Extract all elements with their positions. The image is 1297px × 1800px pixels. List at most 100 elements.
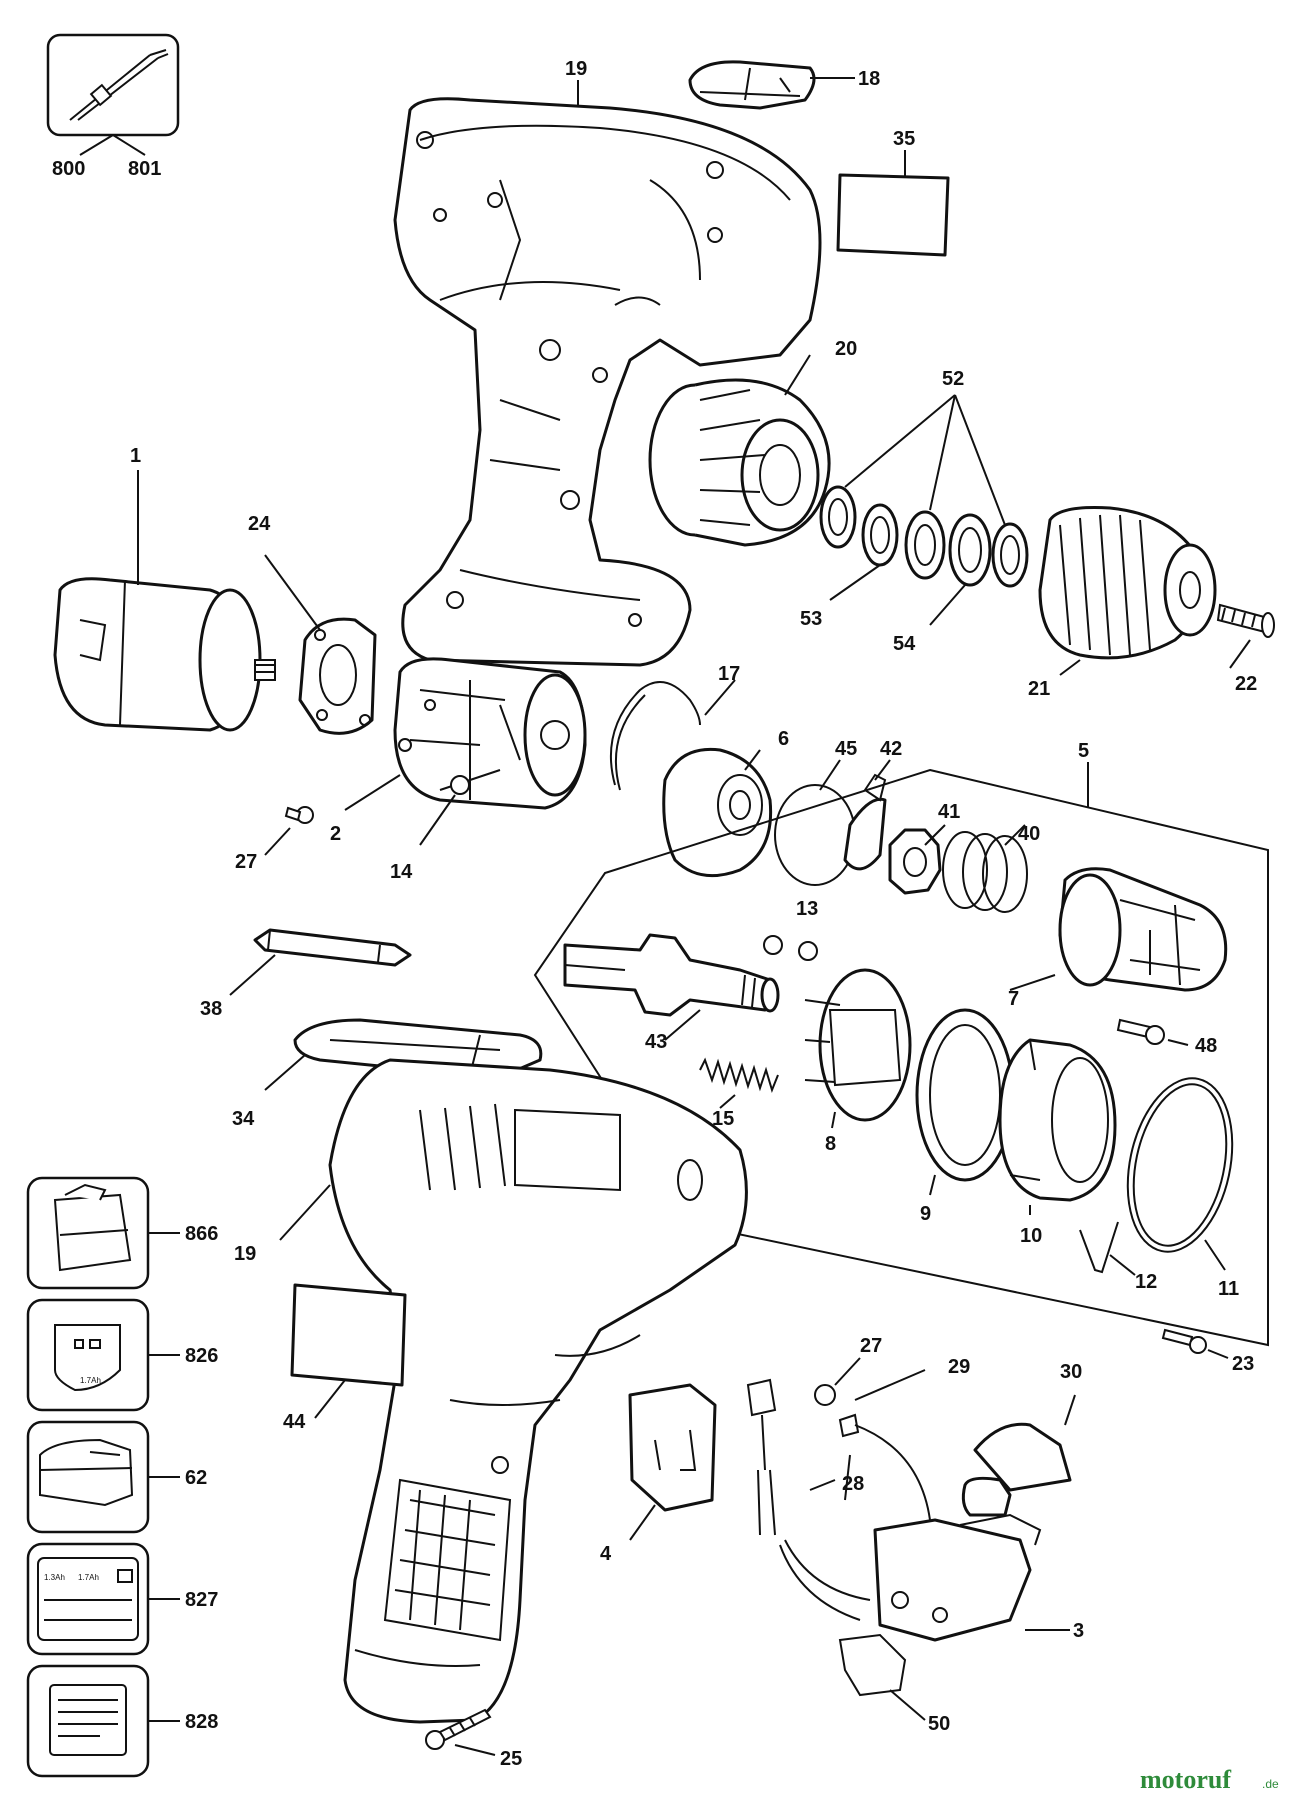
- callout-800: 800: [52, 158, 85, 180]
- callout-18: 18: [858, 68, 880, 90]
- accessory-box-827-label: 1.3Ah 1.7Ah: [26, 1542, 180, 1656]
- callout-52: 52: [942, 368, 964, 390]
- housing-half-bottom: [279, 1058, 748, 1724]
- callout-866: 866: [185, 1223, 218, 1245]
- accessory-box-828-label: [26, 1664, 180, 1778]
- callout-40: 40: [1018, 823, 1040, 845]
- callout-24: 24: [248, 513, 271, 535]
- part-15-spring: [699, 1057, 779, 1109]
- callout-43: 43: [645, 1031, 667, 1053]
- callout-23: 23: [1232, 1353, 1254, 1375]
- part-25-screw: [425, 1708, 496, 1756]
- callout-10: 10: [1020, 1225, 1042, 1247]
- callout-15: 15: [712, 1108, 734, 1130]
- part-35-label: [836, 150, 950, 257]
- callout-2: 2: [330, 823, 341, 845]
- accessory-box-826-battery-label: 1.7Ah: [26, 1298, 180, 1412]
- part-22-chuck-screw: [1216, 603, 1275, 669]
- part-6-clutch-housing: [662, 747, 773, 878]
- part-41-gear: [888, 824, 946, 895]
- callout-3: 3: [1073, 1620, 1084, 1642]
- part-11-snap-ring: [1126, 1077, 1234, 1271]
- callout-22: 22: [1235, 673, 1257, 695]
- callout-17: 17: [718, 663, 740, 685]
- callout-1: 1: [130, 445, 141, 467]
- callout-5: 5: [1078, 740, 1089, 762]
- callout-828: 828: [185, 1711, 218, 1733]
- part-8-planet-carrier: [804, 968, 912, 1129]
- part-17-spring-clip: [609, 679, 736, 791]
- callout-19-bottom: 19: [234, 1243, 256, 1265]
- callout-34: 34: [232, 1108, 255, 1130]
- part-4-switch-plate: [628, 1383, 717, 1541]
- part-45-retaining-ring: [774, 759, 856, 886]
- part-2-gearbox: [344, 657, 587, 811]
- callout-7: 7: [1008, 988, 1019, 1010]
- part-12-wire-clip: [1079, 1221, 1136, 1276]
- part-3-switch-assembly: [746, 1369, 1070, 1721]
- battery-label-826-text: 1.7Ah: [80, 1376, 101, 1385]
- accessory-box-800-801: [46, 33, 180, 156]
- part-7-gear-housing: [1009, 867, 1228, 992]
- watermark: motoruf .de: [1140, 1765, 1279, 1794]
- part-21-chuck: [1038, 506, 1217, 676]
- part-24-motor-plate: [264, 554, 377, 735]
- part-43-spindle: [563, 933, 780, 1041]
- callout-42: 42: [880, 738, 902, 760]
- callout-38: 38: [200, 998, 222, 1020]
- callout-8: 8: [825, 1133, 836, 1155]
- callout-9: 9: [920, 1203, 931, 1225]
- part-1-motor: [53, 470, 276, 732]
- callout-801: 801: [128, 158, 161, 180]
- callout-14: 14: [390, 861, 413, 883]
- part-48-screw: [1116, 1018, 1189, 1046]
- callout-62: 62: [185, 1467, 207, 1489]
- part-10-clutch-ring: [998, 1038, 1117, 1215]
- part-38-screwdriver-bit: [229, 928, 412, 996]
- label-827-capacity-b: 1.7Ah: [78, 1573, 99, 1582]
- callout-827: 827: [185, 1589, 218, 1611]
- callout-826: 826: [185, 1345, 218, 1367]
- callout-27-a: 27: [235, 851, 257, 873]
- callout-54: 54: [893, 633, 916, 655]
- callout-19-top: 19: [565, 58, 587, 80]
- watermark-suffix: .de: [1262, 1777, 1279, 1791]
- callout-6: 6: [778, 728, 789, 750]
- callout-41: 41: [938, 801, 960, 823]
- part-40-springs: [942, 824, 1028, 913]
- callout-4: 4: [600, 1543, 612, 1565]
- part-9-ring-gear: [915, 1008, 1015, 1196]
- callout-27-b: 27: [860, 1335, 882, 1357]
- callout-28: 28: [842, 1473, 864, 1495]
- part-14-screw: [419, 775, 470, 846]
- accessory-box-866-battery: [26, 1176, 180, 1290]
- label-827-capacity-a: 1.3Ah: [44, 1573, 65, 1582]
- callout-13: 13: [796, 898, 818, 920]
- washers-group: [819, 394, 1029, 626]
- part-13-balls: [763, 935, 818, 961]
- callout-44: 44: [283, 1411, 306, 1433]
- callout-50: 50: [928, 1713, 950, 1735]
- part-20-torque-collar: [648, 354, 831, 547]
- callout-48: 48: [1195, 1035, 1217, 1057]
- part-30-trigger: [961, 1394, 1076, 1517]
- callout-35: 35: [893, 128, 915, 150]
- callout-25: 25: [500, 1748, 522, 1770]
- callout-12: 12: [1135, 1271, 1157, 1293]
- part-27-screw-a: [264, 806, 314, 856]
- housing-half-top: [393, 80, 822, 667]
- callout-45: 45: [835, 738, 857, 760]
- callout-30: 30: [1060, 1361, 1082, 1383]
- callout-21: 21: [1028, 678, 1050, 700]
- accessory-box-62-charger: [26, 1420, 180, 1534]
- part-27-screw-b: [814, 1357, 861, 1406]
- part-44-label: [290, 1283, 407, 1419]
- watermark-brand: motoruf: [1140, 1765, 1231, 1794]
- callout-53: 53: [800, 608, 822, 630]
- part-23-screw: [1161, 1328, 1229, 1359]
- callout-29: 29: [948, 1356, 970, 1378]
- callout-11: 11: [1218, 1278, 1239, 1300]
- callout-20: 20: [835, 338, 857, 360]
- part-18-switch-cap: [688, 60, 855, 110]
